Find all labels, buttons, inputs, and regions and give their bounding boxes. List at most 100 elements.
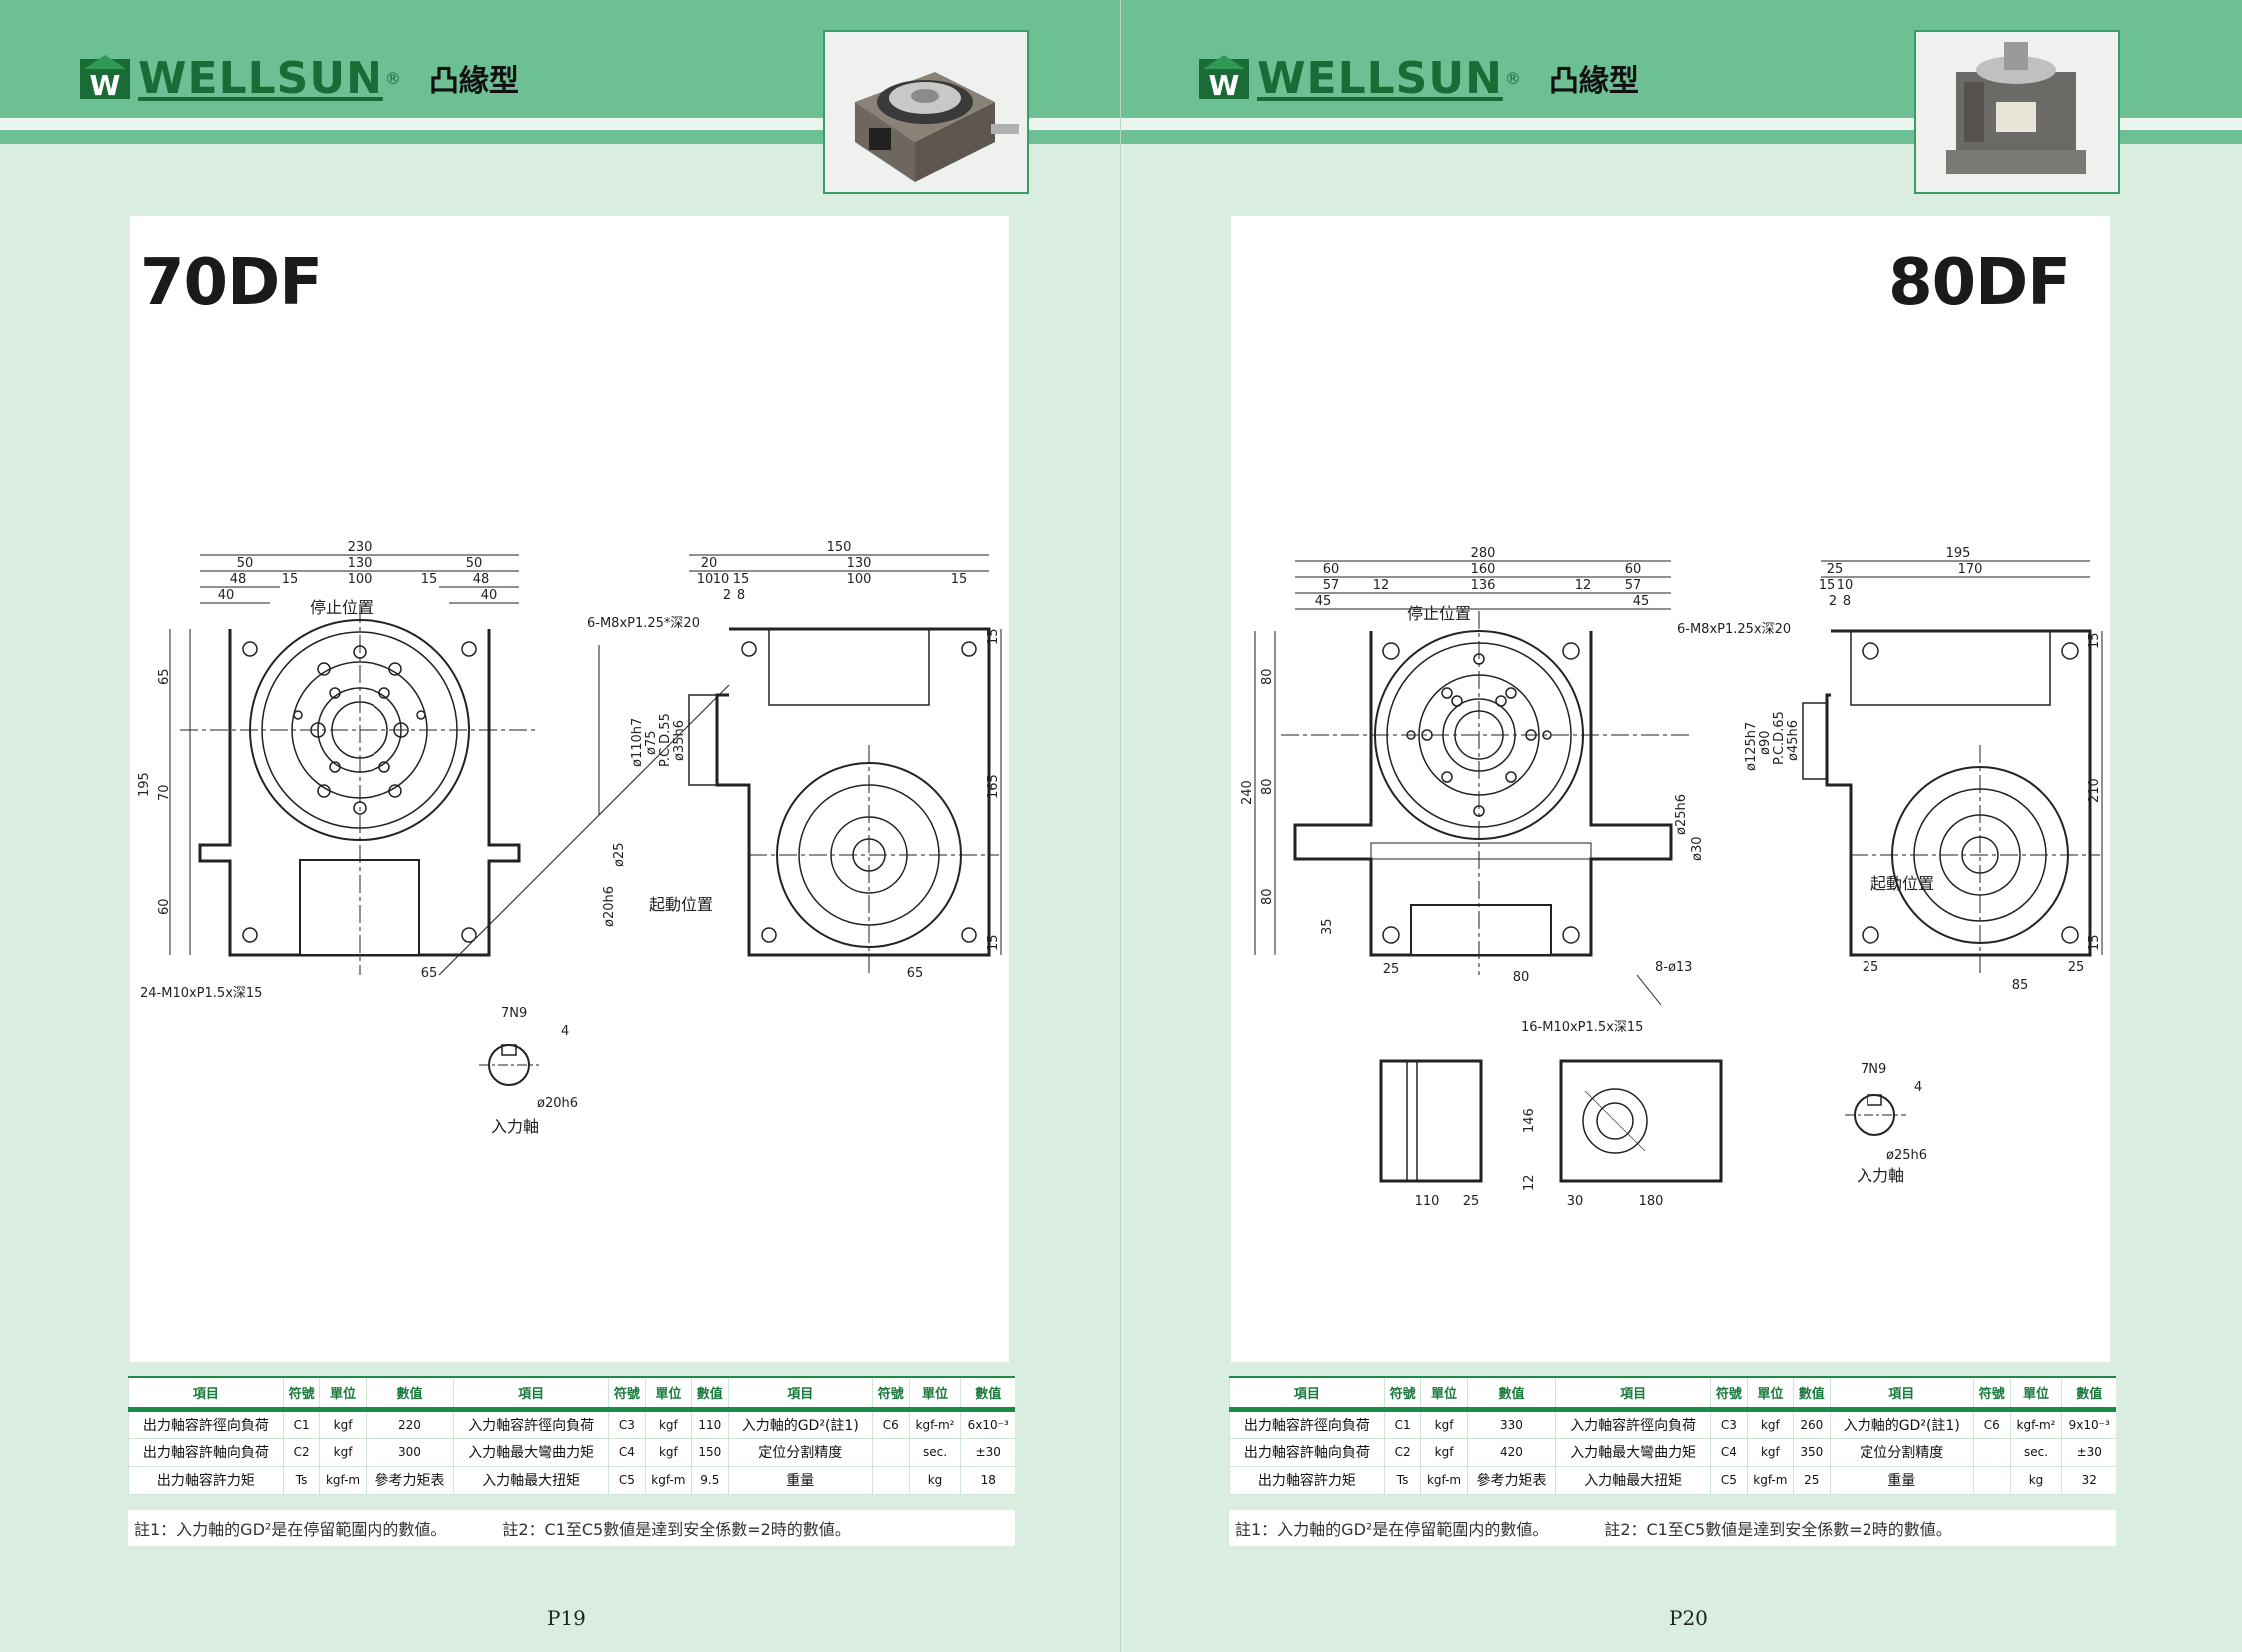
table-cell: 入力軸最大扭矩 xyxy=(1555,1466,1711,1495)
dim-label: 195 xyxy=(1946,546,1971,561)
dim-label: 45 xyxy=(1633,594,1650,609)
technical-drawing: 280 60 160 60 57 12 136 12 57 45 45 195 … xyxy=(1240,546,2103,1209)
dim-label: 60 xyxy=(157,898,172,915)
tap-holes-label: 6-M8xP1.25x深20 xyxy=(1677,622,1791,637)
table-cell: 入力軸最大扭矩 xyxy=(453,1466,609,1495)
product-photo xyxy=(823,30,1029,194)
dim-label: 170 xyxy=(1958,562,1983,577)
wellsun-logo-icon: W xyxy=(1199,55,1249,102)
table-cell xyxy=(871,1438,910,1467)
stop-position-label: 停止位置 xyxy=(310,598,374,617)
brand-name: WELLSUN xyxy=(138,52,383,104)
table-cell: 定位分割精度 xyxy=(1829,1438,1974,1467)
table-cell: 32 xyxy=(2061,1466,2116,1495)
dim-label: 15 xyxy=(986,628,1001,645)
table-cell: 參考力矩表 xyxy=(1466,1466,1556,1495)
dim-label: ø35h6 xyxy=(672,720,687,761)
dim-label: 15 xyxy=(282,572,299,587)
dim-label: 57 xyxy=(1323,578,1340,593)
dim-label: 80 xyxy=(1260,778,1275,795)
dim-label: 80 xyxy=(1513,970,1530,985)
table-cell: 6x10⁻³ xyxy=(960,1409,1015,1439)
dim-label: 10 xyxy=(697,572,714,587)
table-cell: 300 xyxy=(365,1438,454,1467)
table-cell: kg xyxy=(2009,1466,2062,1495)
key-depth-label: 4 xyxy=(1914,1080,1922,1095)
table-cell: 定位分割精度 xyxy=(727,1438,873,1467)
footnotes: 註1：入力軸的GD²是在停留範圍内的數値。 註2：C1至C5數値是達到安全係數=… xyxy=(1229,1510,2116,1546)
dim-label: 12 xyxy=(1522,1174,1537,1191)
spec-table-header: 項目 符號 單位 數值 項目 符號 單位 數值 項目 符號 單位 數值 xyxy=(128,1376,1015,1412)
drawing-sheet: 80DF xyxy=(1231,216,2110,1362)
table-cell: 出力軸容許力矩 xyxy=(1229,1466,1385,1495)
table-cell: 入力軸最大彎曲力矩 xyxy=(453,1438,609,1467)
table-cell: 25 xyxy=(1792,1466,1831,1495)
dim-label: ø20h6 xyxy=(602,886,617,927)
table-row: 出力軸容許力矩 Ts kgf-m 參考力矩表 入力軸最大扭矩 C5 kgf-m … xyxy=(128,1466,1015,1495)
table-cell: 參考力矩表 xyxy=(365,1466,454,1495)
dim-label: 8 xyxy=(1843,594,1851,609)
table-cell: 260 xyxy=(1792,1409,1831,1439)
header-cell: 項目 xyxy=(727,1376,873,1412)
table-cell: sec. xyxy=(2009,1438,2062,1467)
dim-label: 12 xyxy=(1575,578,1592,593)
dim-label: ø125h7 xyxy=(1744,722,1759,771)
table-cell: kgf-m xyxy=(1420,1466,1468,1495)
dim-label: 40 xyxy=(218,588,235,603)
dim-label: 240 xyxy=(1240,780,1255,805)
table-cell: 9x10⁻³ xyxy=(2061,1409,2116,1439)
category-label: 凸緣型 xyxy=(1548,64,1639,99)
shaft-diameter-label: ø25h6 xyxy=(1886,1148,1927,1163)
table-cell: 入力軸的GD²(註1) xyxy=(1829,1409,1974,1439)
header-cell: 數值 xyxy=(1466,1376,1556,1412)
header-cell: 數值 xyxy=(2061,1376,2116,1412)
table-cell: kgf-m xyxy=(1746,1466,1794,1495)
table-cell: 18 xyxy=(960,1466,1015,1495)
side-view xyxy=(688,627,999,975)
table-cell: C6 xyxy=(1972,1409,2011,1439)
dim-label: 100 xyxy=(348,572,373,587)
table-row: 出力軸容許徑向負荷 C1 kgf 220 入力軸容許徑向負荷 C3 kgf 11… xyxy=(128,1409,1015,1439)
dim-label: 25 xyxy=(1863,960,1879,975)
table-cell: 出力軸容許徑向負荷 xyxy=(1229,1409,1385,1439)
dim-overall-width: 230 xyxy=(348,540,373,555)
dim-label: 12 xyxy=(1373,578,1390,593)
header-cell: 數值 xyxy=(1792,1376,1831,1412)
dim-label: 40 xyxy=(481,588,498,603)
table-cell: kgf-m² xyxy=(2009,1409,2062,1439)
table-cell: C3 xyxy=(1710,1409,1748,1439)
dim-label: 65 xyxy=(907,966,924,981)
dim-label: 10 xyxy=(713,572,730,587)
table-cell: C1 xyxy=(1383,1409,1421,1439)
table-cell: 重量 xyxy=(727,1466,873,1495)
page-number: P19 xyxy=(547,1606,586,1630)
bolt-holes-label: 24-M10xP1.5x深15 xyxy=(140,986,262,1001)
dim-label: 130 xyxy=(348,556,373,571)
start-position-label: 起動位置 xyxy=(649,895,713,914)
dim-label: 80 xyxy=(1260,888,1275,905)
table-cell: kgf-m² xyxy=(908,1409,961,1439)
dim-label: 180 xyxy=(1639,1194,1664,1209)
dim-label: ø30 xyxy=(1690,837,1705,862)
model-title: 80DF xyxy=(1888,246,2071,320)
dim-label: 160 xyxy=(1471,562,1496,577)
header-cell: 項目 xyxy=(1829,1376,1974,1412)
table-row: 出力軸容許軸向負荷 C2 kgf 420 入力軸最大彎曲力矩 C4 kgf 35… xyxy=(1229,1438,2116,1467)
header-cell: 單位 xyxy=(644,1376,692,1412)
table-cell: C2 xyxy=(1383,1438,1421,1467)
dim-label: 10 xyxy=(1837,578,1854,593)
table-cell: C3 xyxy=(608,1409,646,1439)
base-bolt-holes-label: 8-ø13 xyxy=(1655,960,1692,975)
table-row: 出力軸容許軸向負荷 C2 kgf 300 入力軸最大彎曲力矩 C4 kgf 15… xyxy=(128,1438,1015,1467)
dim-label: ø90 xyxy=(1758,731,1773,756)
spec-table: 項目 符號 單位 數值 項目 符號 單位 數值 項目 符號 單位 數值 出力軸容… xyxy=(128,1376,1015,1495)
table-cell: C5 xyxy=(1710,1466,1748,1495)
dim-label: 60 xyxy=(1323,562,1340,577)
indexer-photo-icon xyxy=(825,32,1027,192)
dim-label: 57 xyxy=(1625,578,1642,593)
table-cell: kgf xyxy=(319,1409,367,1439)
footnote-2: 註2：C1至C5數値是達到安全係數=2時的數値。 xyxy=(502,1520,851,1539)
table-cell: 150 xyxy=(690,1438,729,1467)
header-cell: 單位 xyxy=(1746,1376,1794,1412)
tap-holes-label: 6-M8xP1.25*深20 xyxy=(587,616,700,631)
